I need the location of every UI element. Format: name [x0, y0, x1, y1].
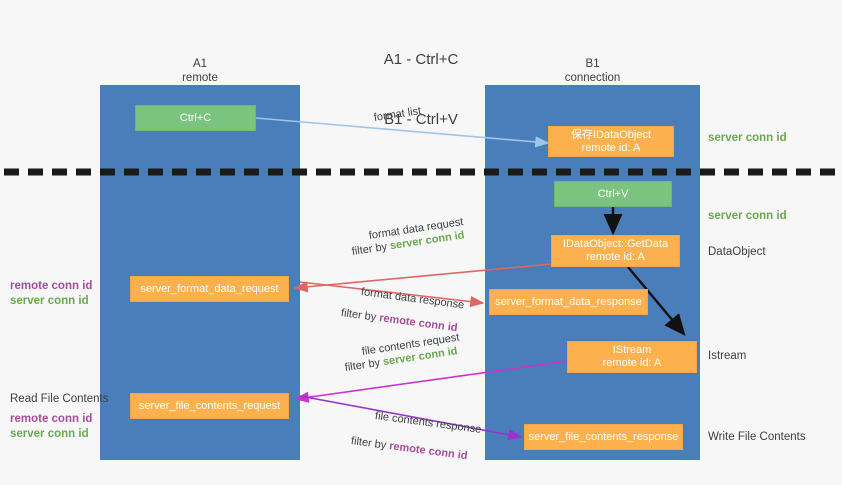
arrow-format-list — [255, 117, 550, 148]
label-server-conn-id-left-2: server conn id — [10, 428, 89, 440]
box-ctrl-c[interactable]: Ctrl+C — [135, 105, 256, 131]
filter-prefix: filter by — [350, 435, 391, 452]
label-server-conn-id-2: server conn id — [708, 210, 787, 222]
box-server-format-data-response-label: server_format_data_response — [495, 295, 642, 308]
label-remote-conn-id-2: remote conn id — [10, 413, 93, 425]
column-header-b1-name: B1 — [585, 58, 600, 70]
box-server-format-data-response[interactable]: server_format_data_response — [489, 289, 648, 315]
label-write-file-contents: Write File Contents — [708, 431, 806, 443]
arrow-format-data-request — [293, 263, 552, 293]
box-idataobject-getdata-subtitle: remote id: A — [586, 251, 645, 263]
column-header-a1: A1 remote — [100, 57, 300, 85]
box-ctrl-v[interactable]: Ctrl+V — [554, 181, 672, 207]
box-istream-subtitle: remote id: A — [602, 357, 662, 369]
page-title-line1: A1 - Ctrl+C — [383, 51, 459, 68]
box-server-file-contents-request-label: server_file_contents_request — [138, 399, 281, 412]
arrow-format-data-response — [299, 281, 485, 308]
box-server-file-contents-response-label: server_file_contents_response — [528, 430, 679, 443]
box-save-idataobject[interactable]: 保存IDataObject remote id: A — [548, 126, 674, 157]
filter-prefix: filter by — [340, 307, 381, 324]
box-istream-title: IStream — [612, 344, 652, 356]
box-idataobject-getdata[interactable]: IDataObject::GetData remote id: A — [551, 235, 680, 267]
box-ctrl-v-label: Ctrl+V — [597, 187, 629, 200]
box-idataobject-getdata-title: IDataObject::GetData — [562, 238, 669, 250]
page-title: A1 - Ctrl+C B1 - Ctrl+V — [0, 10, 842, 150]
label-remote-conn-id-1: remote conn id — [10, 280, 93, 292]
box-server-file-contents-request[interactable]: server_file_contents_request — [130, 393, 289, 419]
box-server-file-contents-response[interactable]: server_file_contents_response — [524, 424, 683, 450]
label-dataobject: DataObject — [708, 246, 766, 258]
page-title-line2: B1 - Ctrl+V — [384, 111, 458, 128]
label-server-conn-id-1: server conn id — [708, 132, 787, 144]
column-header-b1: B1 connection — [485, 57, 700, 85]
column-header-b1-subtitle: connection — [564, 72, 621, 84]
label-istream: Istream — [708, 350, 747, 362]
arrow-getdata-to-istream — [627, 266, 686, 336]
box-save-idataobject-title: 保存IDataObject — [570, 128, 652, 141]
label-read-file-contents: Read File Contents — [10, 393, 109, 405]
arrow-file-contents-request — [294, 360, 568, 403]
box-server-format-data-request-label: server_format_data_request — [140, 282, 279, 295]
label-server-conn-id-left-1: server conn id — [10, 295, 89, 307]
box-istream[interactable]: IStream remote id: A — [567, 341, 697, 373]
box-server-format-data-request[interactable]: server_format_data_request — [130, 276, 289, 302]
arrow-file-contents-response — [299, 395, 523, 441]
box-save-idataobject-subtitle: remote id: A — [581, 141, 641, 154]
box-ctrl-c-label: Ctrl+C — [179, 111, 212, 124]
column-header-a1-subtitle: remote — [182, 72, 218, 84]
column-header-a1-name: A1 — [192, 58, 208, 70]
